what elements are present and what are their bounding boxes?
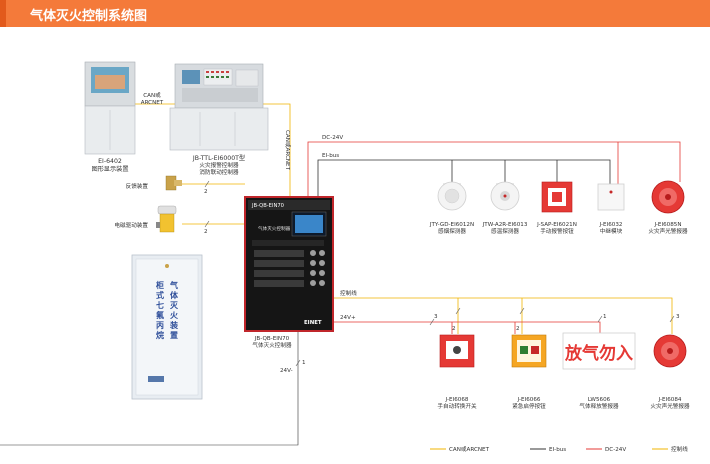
console-name-2: 消防联动控制器 [199, 168, 239, 176]
solenoid-label: 电磁驱动装置 [114, 221, 148, 229]
cabinet-char: 体 [170, 290, 179, 300]
fire-strobe-alarm-top [651, 180, 685, 214]
relay-module [597, 183, 625, 211]
wire-numbers: 2 2 3 2 2 1 3 1 [204, 189, 680, 366]
display-name: 图形显示装置 [91, 165, 128, 173]
cabinet-char: 柜 [155, 280, 164, 290]
bottom-device-name: 手自动转换开关 [437, 402, 477, 410]
wire-tick-marks [204, 180, 675, 367]
svg-text:2: 2 [452, 326, 456, 332]
console-name-1: 火灾报警控制器 [199, 161, 239, 169]
cabinet-char: 氟 [156, 310, 164, 320]
svg-text:2: 2 [516, 326, 520, 332]
v24-minus-label: 24V- [280, 368, 293, 374]
can-label-1: CAN或 [143, 91, 161, 99]
controller-brand: EINET [304, 320, 322, 326]
top-device-name: 中继模块 [600, 227, 623, 235]
wire-24v-minus [0, 332, 299, 446]
can-label-vertical: CAN或ARCNET [284, 130, 292, 171]
display-model: EI-6402 [98, 158, 122, 165]
top-device-model: J-EI6032 [599, 222, 623, 228]
svg-text:3: 3 [434, 314, 438, 320]
bottom-device-name: 火灾声光警报器 [650, 402, 690, 410]
header-bar: 气体灭火控制系统图 [0, 0, 710, 27]
top-device-name: 手动报警按钮 [540, 227, 574, 235]
top-device-name: 火灾声光警报器 [648, 227, 688, 235]
svg-text:1: 1 [302, 360, 306, 366]
cabinet-char: 七 [156, 300, 164, 310]
cabinet-char: 装 [169, 320, 178, 330]
gas-controller-cabinet [244, 196, 334, 332]
cabinet-char: 式 [156, 290, 164, 300]
top-device-name: 感温探测器 [491, 227, 519, 235]
legend-label: DC-24V [605, 447, 626, 453]
gas-release-sign-text: 放气勿入 [564, 343, 633, 364]
cabinet-char: 置 [170, 330, 178, 340]
graphic-display-unit [84, 61, 136, 155]
solenoid-device [156, 205, 177, 233]
page-title: 气体灭火控制系统图 [30, 9, 148, 24]
controller-panel-sub: 气体灭火控制器 [258, 225, 291, 232]
wire-control [330, 297, 673, 334]
wire-24v-plus [330, 321, 601, 334]
legend-label: 控制线 [671, 445, 688, 453]
bottom-device-name: 气体释放警报器 [579, 402, 619, 410]
bottom-device-model: J-EI6066 [517, 397, 541, 403]
legend-label: CAN或ARCNET [449, 445, 490, 453]
legend: CAN或ARCNET EI-bus DC-24V 控制线 [430, 445, 688, 453]
fire-alarm-console [169, 63, 269, 151]
control-label: 控制线 [340, 289, 357, 297]
bottom-device-name: 紧急启停按钮 [512, 402, 546, 410]
feedback-label: 反馈装置 [126, 182, 149, 190]
header-accent [0, 0, 6, 27]
smoke-detector [437, 181, 467, 211]
cabinet-char: 气 [169, 280, 178, 290]
wire-can-controller [262, 103, 291, 196]
manual-auto-switch [439, 334, 475, 368]
wire-dc24v [307, 141, 681, 198]
cabinet-char: 火 [170, 311, 179, 320]
gas-release-alarm-sign [562, 332, 636, 370]
emergency-start-stop-button [511, 334, 547, 368]
cabinet-char: 烷 [156, 330, 164, 340]
top-device-model: JTW-A2R-EI6013 [482, 222, 528, 228]
top-device-model: J-EI6085N [653, 222, 681, 228]
svg-text:1: 1 [603, 314, 607, 320]
v24-plus-label: 24V+ [340, 315, 356, 321]
legend-label: EI-bus [549, 447, 566, 453]
manual-alarm-button [541, 181, 573, 213]
controller-name: 气体灭火控制器 [252, 341, 292, 349]
svg-text:3: 3 [676, 314, 680, 320]
feedback-device [165, 175, 182, 191]
cabinet-char: 丙 [156, 321, 164, 330]
dc24v-label: DC-24V [322, 135, 343, 141]
gas-cylinder-cabinet [131, 254, 203, 400]
top-device-model: J-SAP-EI6021N [536, 222, 577, 228]
controller-panel-model: JB-QB-EIN70 [251, 203, 284, 209]
bottom-device-model: J-EI6068 [445, 397, 469, 403]
cabinet-char: 灭 [169, 301, 179, 310]
top-device-model: JTY-GD-EI6012N [429, 222, 474, 228]
wire-eibus [317, 159, 611, 198]
svg-text:2: 2 [204, 189, 208, 195]
svg-text:2: 2 [204, 229, 208, 235]
controller-model: JB-QB-EIN70 [254, 336, 290, 342]
top-device-name: 感烟探测器 [438, 227, 466, 235]
can-label-2: ARCNET [141, 100, 164, 106]
heat-detector [490, 181, 520, 211]
console-model: JB-TTL-EI6000T型 [192, 154, 245, 162]
bottom-device-model: J-EI6084 [658, 397, 682, 403]
bottom-device-model: LW5606 [588, 397, 611, 403]
fire-strobe-alarm-bottom [653, 334, 687, 368]
eibus-label: EI-bus [322, 153, 339, 159]
